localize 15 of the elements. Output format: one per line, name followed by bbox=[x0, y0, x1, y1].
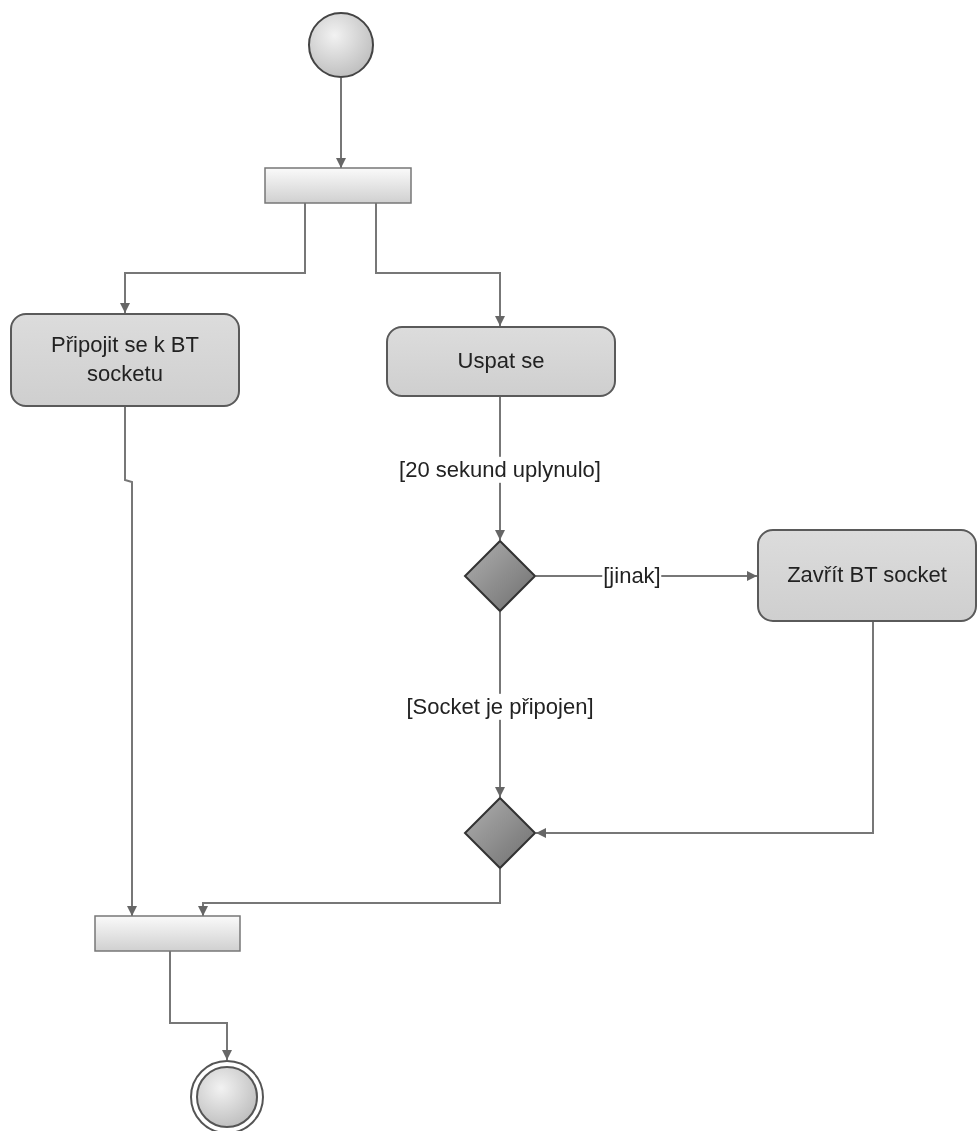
edge-label: [20 sekund uplynulo] bbox=[398, 456, 602, 484]
arrow bbox=[124, 406, 137, 917]
action-text: Připojit se k BT socketu bbox=[50, 331, 200, 388]
arrow bbox=[120, 202, 306, 314]
action-text: Uspat se bbox=[457, 347, 545, 376]
edge-label: [Socket je připojen] bbox=[405, 693, 595, 721]
arrow bbox=[336, 77, 346, 169]
arrow bbox=[169, 950, 232, 1061]
action-text: Zavřít BT socket bbox=[787, 561, 947, 590]
arrow bbox=[535, 621, 874, 838]
arrow bbox=[198, 868, 501, 917]
action-box bbox=[757, 529, 977, 622]
arrow bbox=[375, 202, 505, 327]
action-box bbox=[10, 313, 240, 407]
action-box bbox=[386, 326, 616, 397]
